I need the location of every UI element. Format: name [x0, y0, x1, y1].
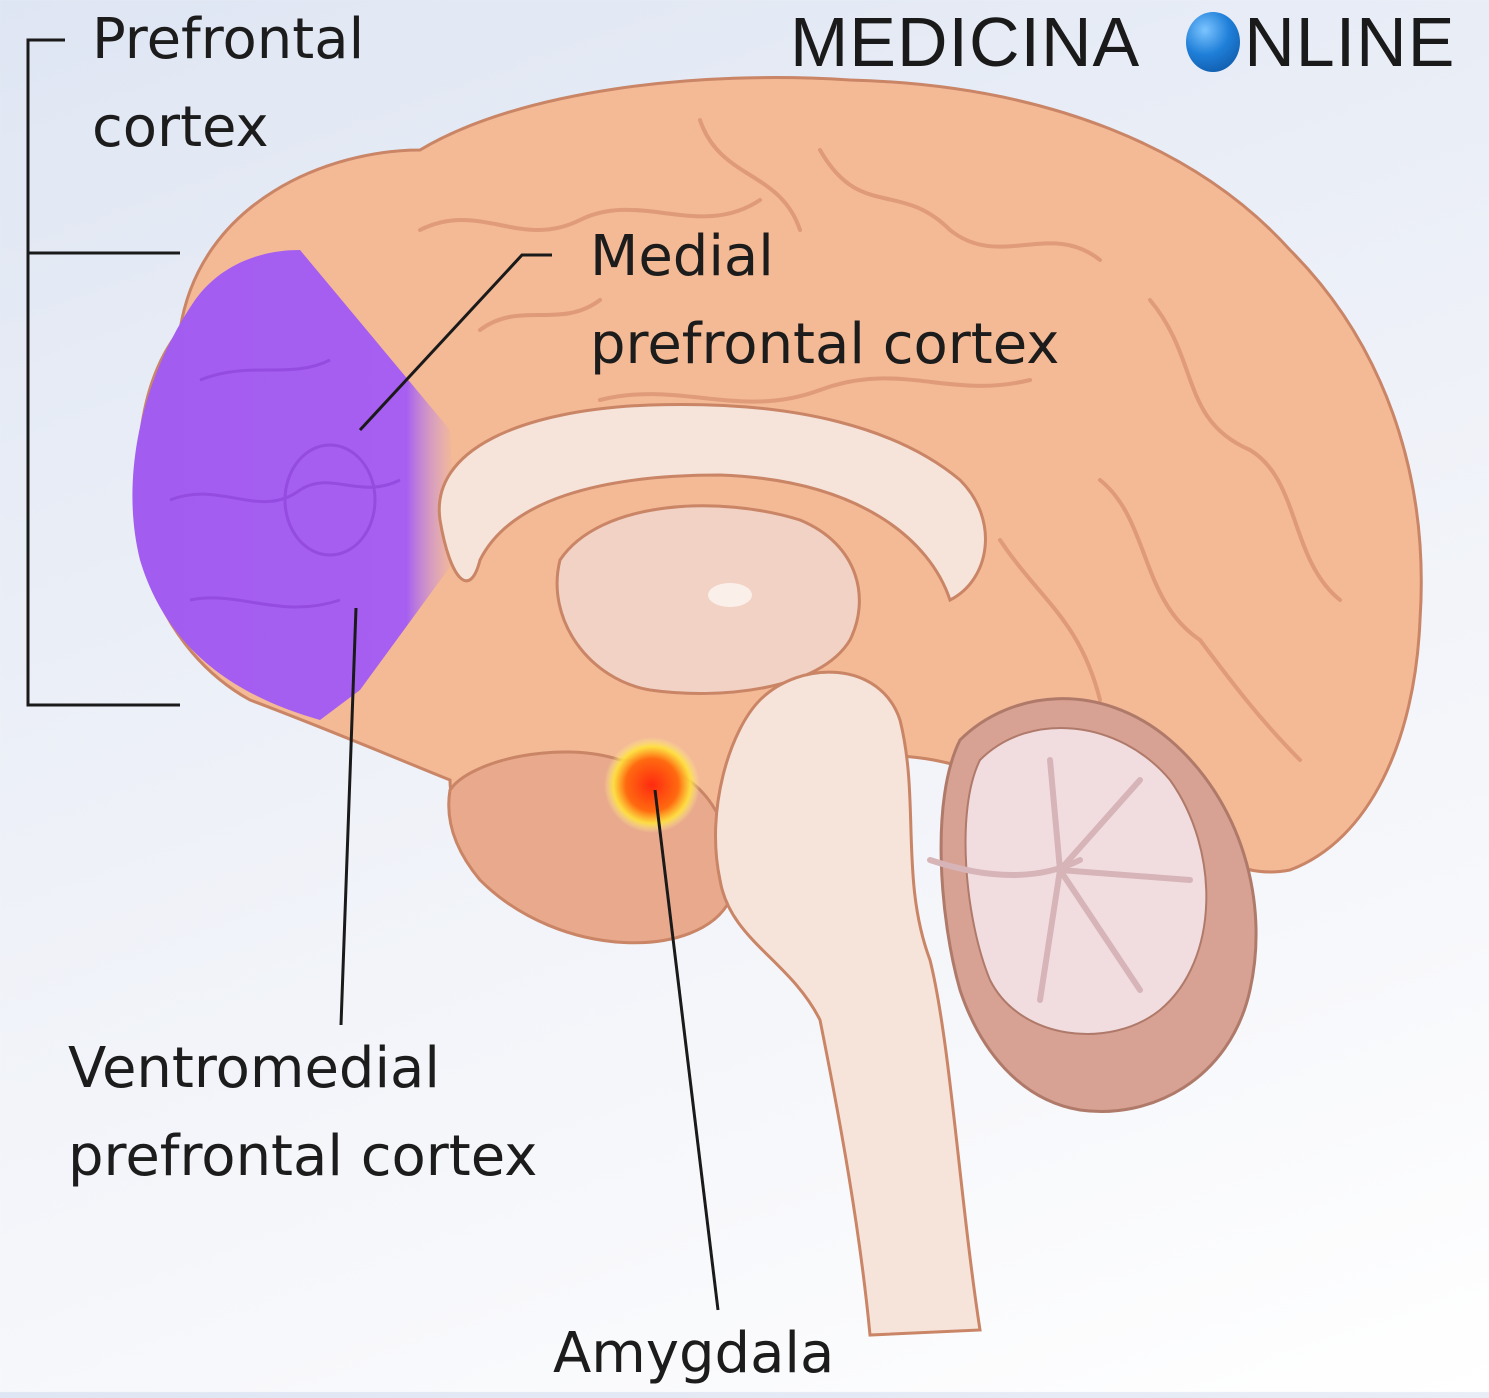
- medial-prefrontal-cortex-label: Medial prefrontal cortex: [590, 213, 1059, 389]
- prefrontal-bracket: [26, 38, 180, 707]
- ventromedial-leader-line: [339, 607, 358, 1026]
- amygdala-leader-line: [653, 789, 720, 1311]
- brainstem: [714, 670, 982, 1337]
- label-line: cortex: [92, 95, 269, 160]
- ventromedial-prefrontal-cortex-label: Ventromedial prefrontal cortex: [68, 1025, 537, 1201]
- label-line: Medial: [590, 224, 774, 289]
- amygdala-highlight: [604, 737, 700, 833]
- prefrontal-cortex-label: Prefrontal cortex: [92, 0, 364, 172]
- logo-text-left: MEDICINA: [790, 3, 1141, 81]
- thalamus: [555, 504, 861, 695]
- label-line: prefrontal cortex: [68, 1124, 538, 1189]
- amygdala-label: Amygdala: [553, 1321, 835, 1386]
- medicina-online-logo: MEDICINA NLINE: [790, 2, 1455, 82]
- prefrontal-highlight: [132, 250, 455, 720]
- logo-text-right: NLINE: [1244, 3, 1456, 81]
- label-line: Ventromedial: [68, 1036, 440, 1101]
- medial-leader-line: [358, 253, 552, 432]
- gyri-folds: [418, 118, 1342, 762]
- logo-ball-icon: [1186, 12, 1241, 72]
- label-line: prefrontal cortex: [590, 312, 1060, 377]
- label-line: Prefrontal: [92, 7, 365, 72]
- corpus-callosum: [437, 402, 987, 603]
